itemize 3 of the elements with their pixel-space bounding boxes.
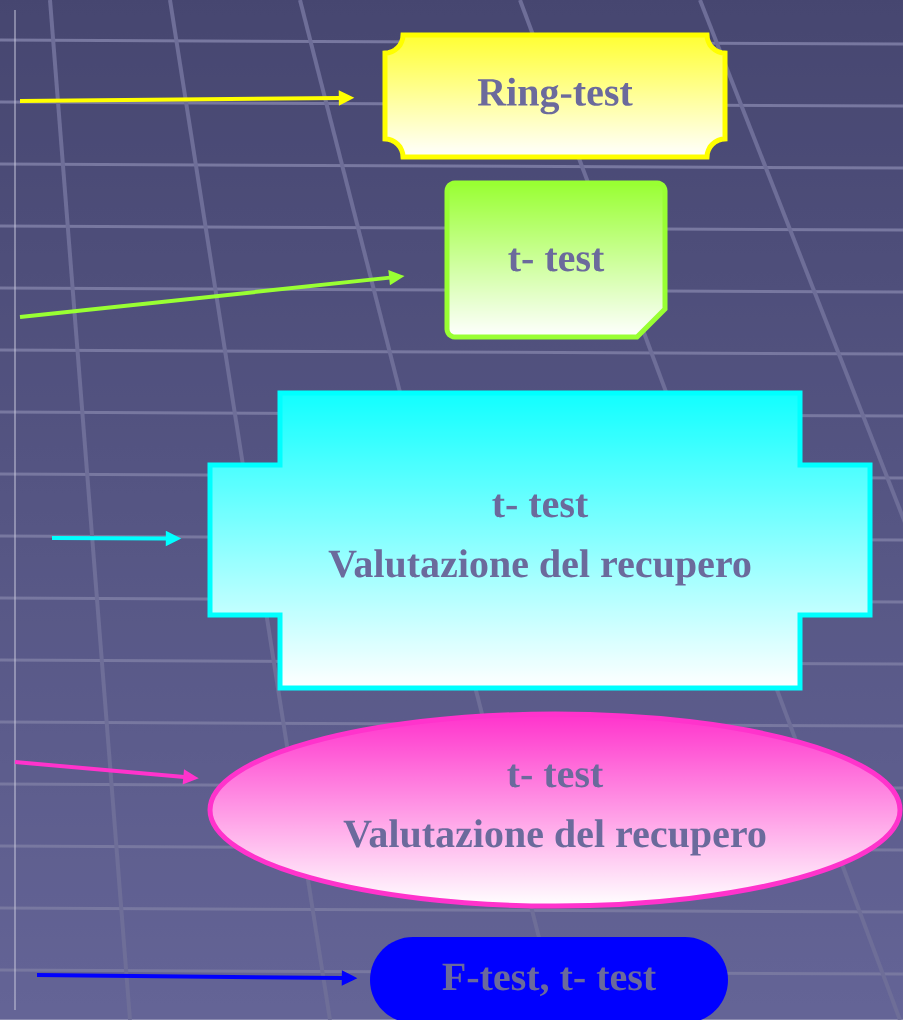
cross-box: t- test Valutazione del recupero: [207, 390, 873, 691]
note-box: t- test: [444, 180, 668, 340]
scroll-box: Ring-test: [382, 32, 728, 160]
